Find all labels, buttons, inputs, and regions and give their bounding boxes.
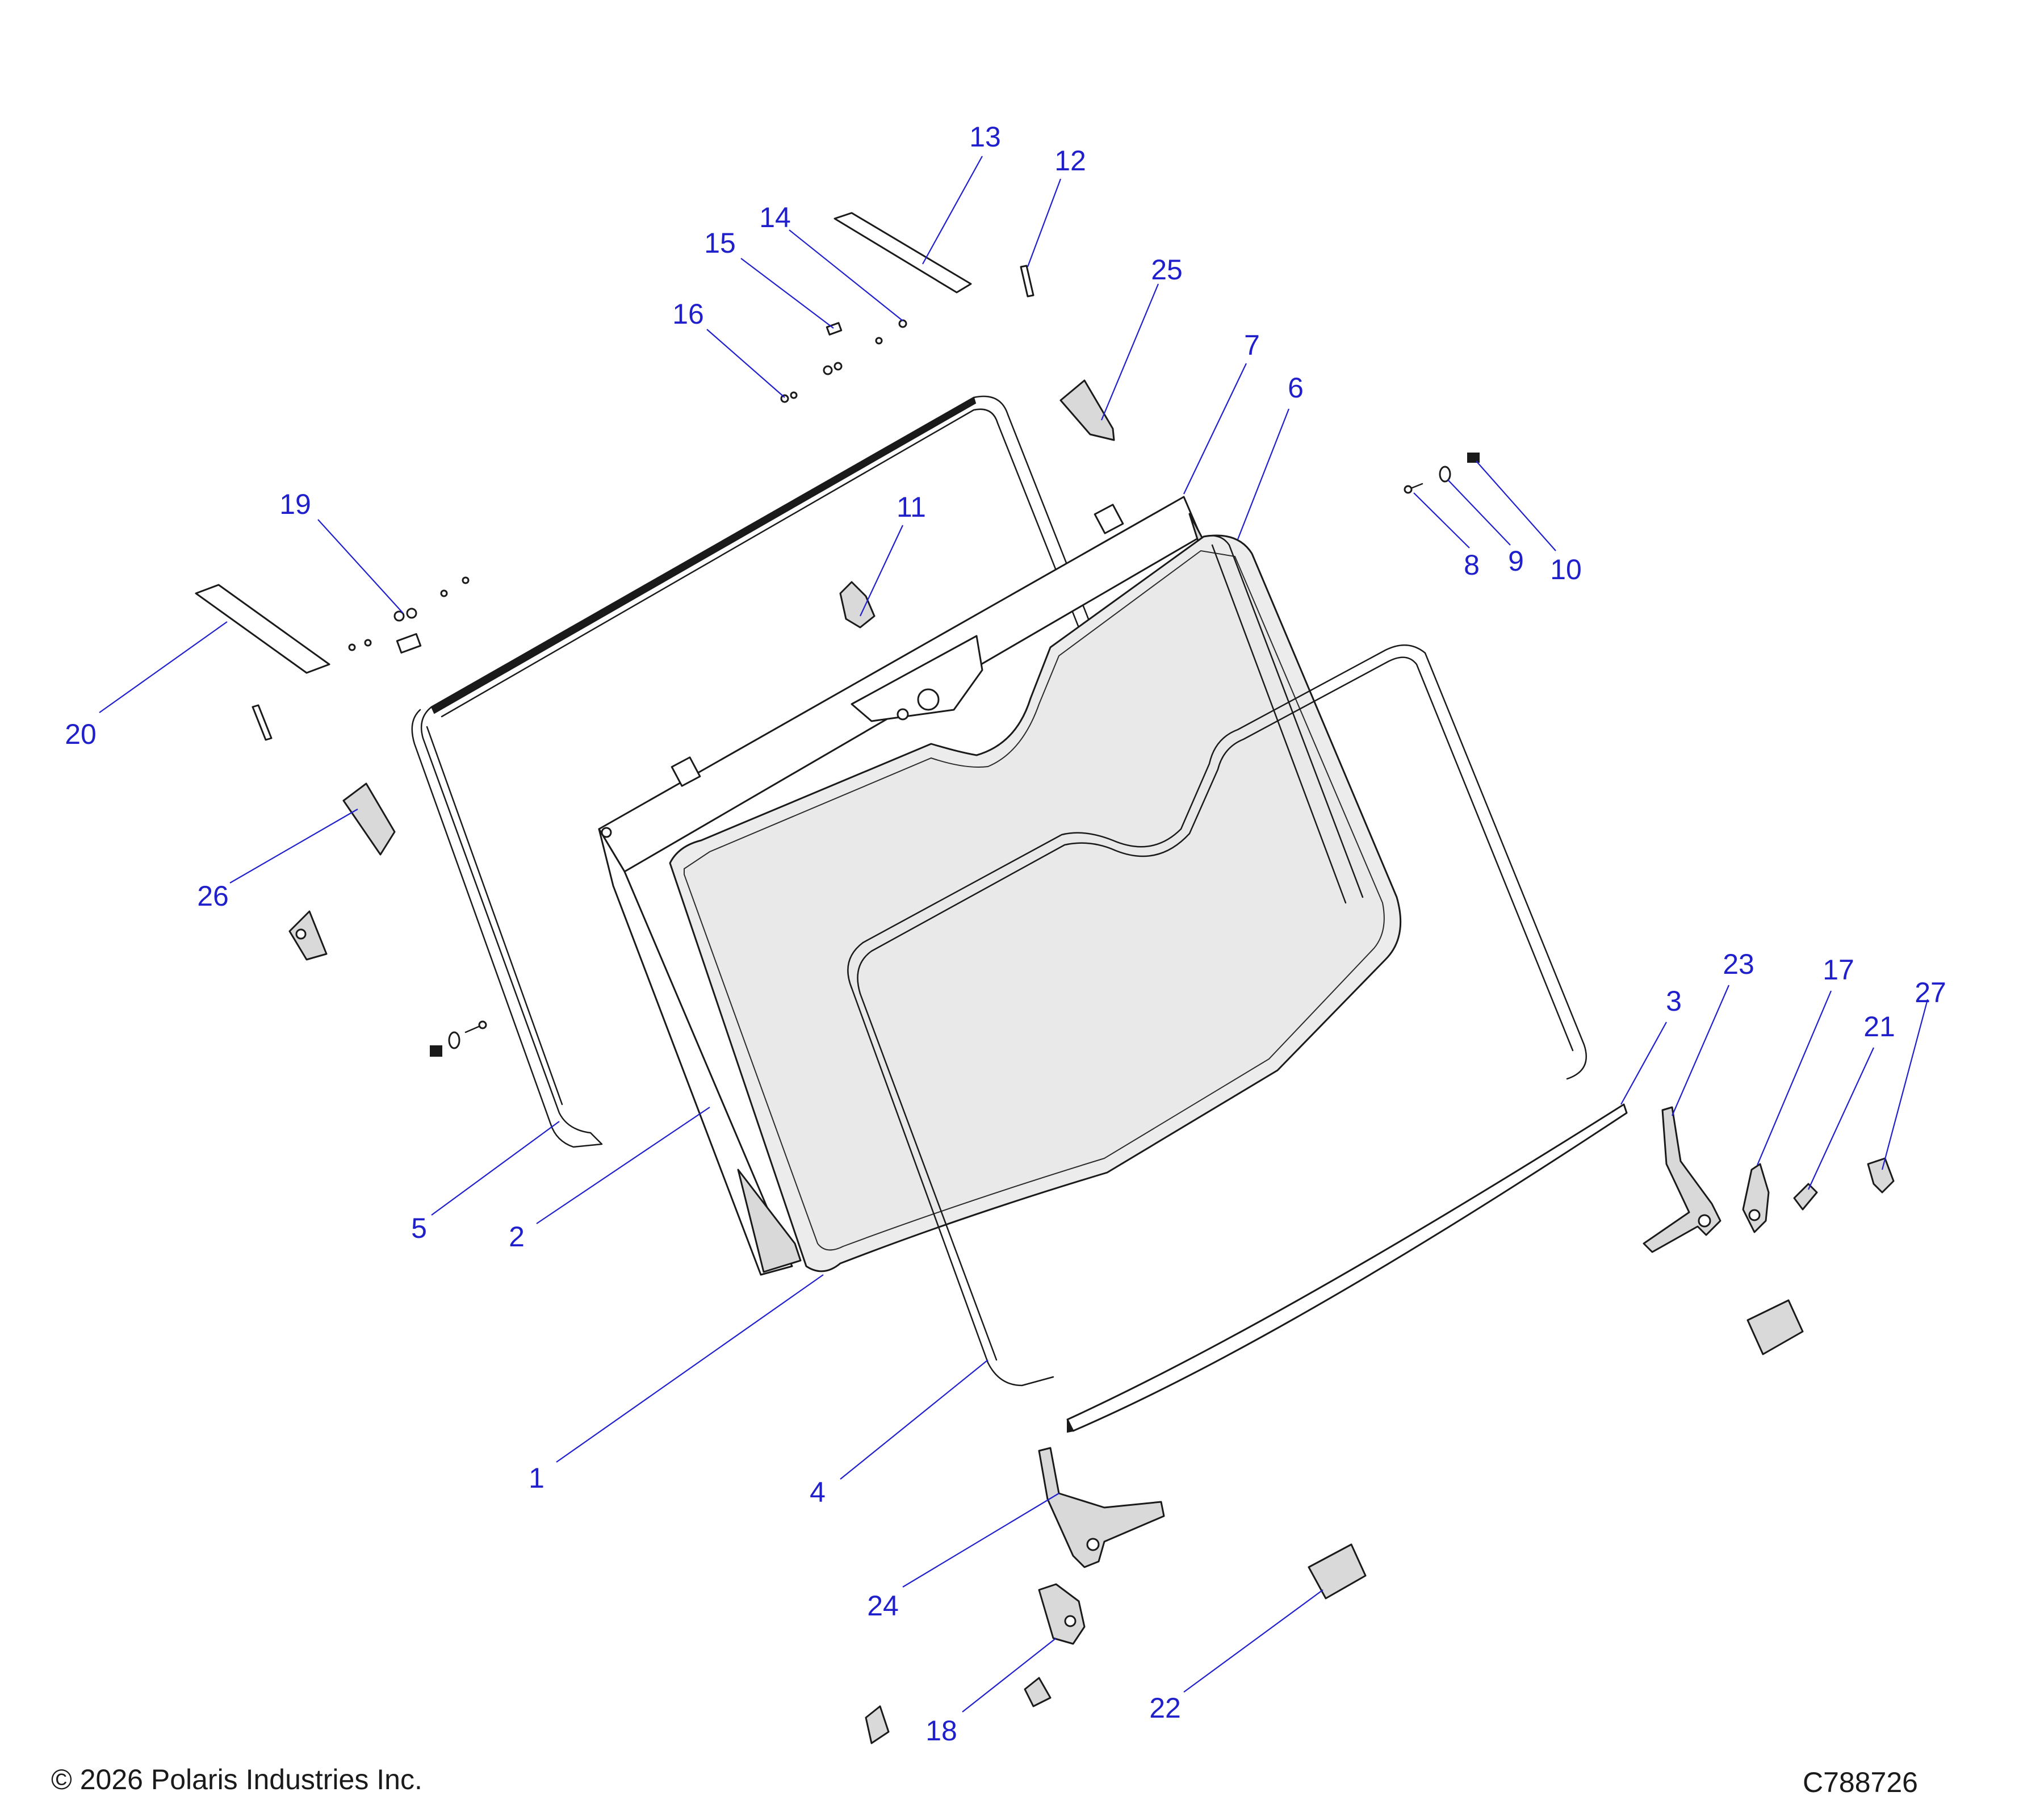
- callout-18: 18: [925, 1715, 957, 1747]
- callout-23: 23: [1723, 948, 1754, 980]
- leader-2: [536, 1107, 710, 1224]
- part-24-bracket: [1038, 1447, 1165, 1568]
- part-misc-pad-right: [1746, 1299, 1804, 1355]
- leader-24: [902, 1493, 1059, 1588]
- leader-17: [1756, 990, 1832, 1166]
- callout-15: 15: [704, 227, 736, 259]
- callout-4: 4: [810, 1476, 826, 1508]
- part-8-9-10-fasteners: [1404, 453, 1480, 494]
- leader-13: [922, 156, 983, 265]
- part-20-decal-strip: [195, 584, 330, 674]
- callout-17: 17: [1823, 954, 1854, 986]
- leader-21: [1808, 1047, 1874, 1190]
- copyright-text: © 2026 Polaris Industries Inc.: [51, 1764, 422, 1795]
- leader-5: [431, 1121, 560, 1216]
- leader-7: [1183, 363, 1247, 495]
- callout-21: 21: [1863, 1011, 1895, 1043]
- part-17-bracket: [1742, 1163, 1770, 1233]
- callout-25: 25: [1151, 254, 1183, 286]
- part-misc-bracket-left: [288, 910, 328, 961]
- callout-2: 2: [509, 1221, 525, 1253]
- part-14-15-16-fasteners: [780, 319, 907, 403]
- leader-16: [706, 329, 785, 398]
- part-13-decal-strip: [833, 212, 972, 294]
- leader-11: [860, 525, 903, 617]
- part-12-clip: [1020, 265, 1034, 298]
- part-18-bracket: [1038, 1583, 1086, 1645]
- callout-6: 6: [1288, 372, 1304, 404]
- leader-18: [962, 1638, 1057, 1713]
- part-18-clip: [865, 1677, 1052, 1744]
- callout-16: 16: [672, 298, 704, 330]
- leader-6: [1237, 408, 1290, 540]
- leader-26: [229, 809, 358, 884]
- leader-15: [740, 258, 834, 329]
- leader-9: [1447, 479, 1511, 546]
- part-27-clip: [1867, 1157, 1895, 1194]
- part-11-bracket: [839, 581, 876, 629]
- callout-1: 1: [529, 1462, 544, 1494]
- callout-27: 27: [1915, 977, 1946, 1008]
- part-26-pad: [342, 782, 396, 856]
- callout-13: 13: [969, 121, 1001, 153]
- part-1-windshield-glass: [669, 534, 1402, 1272]
- leader-10: [1476, 460, 1556, 551]
- leader-25: [1100, 283, 1159, 421]
- callout-9: 9: [1508, 545, 1524, 577]
- leader-19: [317, 519, 404, 614]
- part-25-pad: [1059, 379, 1115, 441]
- callout-3: 3: [1666, 985, 1682, 1017]
- leader-14: [789, 229, 903, 321]
- leader-3: [1620, 1021, 1667, 1105]
- callout-5: 5: [411, 1212, 427, 1244]
- part-3-lower-seal: [1066, 1103, 1628, 1433]
- leader-8: [1413, 492, 1470, 549]
- callout-12: 12: [1054, 145, 1086, 177]
- callout-22: 22: [1149, 1692, 1181, 1724]
- leader-20: [99, 621, 228, 713]
- part-22-pad: [1308, 1543, 1367, 1600]
- callout-20: 20: [65, 718, 97, 750]
- leader-4: [840, 1359, 989, 1480]
- callout-24: 24: [867, 1590, 899, 1622]
- leader-12: [1027, 178, 1062, 267]
- leader-27: [1881, 999, 1929, 1170]
- callout-10: 10: [1550, 554, 1582, 585]
- callout-11: 11: [897, 491, 926, 523]
- callout-14: 14: [759, 202, 791, 233]
- part-misc-fasteners-left: [430, 1020, 487, 1057]
- leader-22: [1183, 1589, 1323, 1693]
- part-19-fasteners: [348, 576, 470, 654]
- callout-8: 8: [1464, 549, 1480, 581]
- part-21-clip: [1793, 1183, 1818, 1211]
- leader-lines: [99, 156, 1929, 1713]
- part-misc-clip-left: [252, 704, 273, 741]
- drawing-number: C788726: [1803, 1766, 1918, 1798]
- part-23-bracket: [1643, 1106, 1722, 1253]
- leader-23: [1671, 985, 1730, 1116]
- callout-19: 19: [279, 488, 311, 520]
- part-4-seal: [847, 644, 1587, 1387]
- leader-1: [556, 1274, 824, 1463]
- callout-7: 7: [1244, 329, 1260, 361]
- part-6-seal: [1203, 535, 1364, 904]
- callout-26: 26: [197, 880, 229, 912]
- callout-labels: 1 2 3 4 5 6 7 8 9 10 11 12 13 14 15 16 1…: [65, 121, 1946, 1747]
